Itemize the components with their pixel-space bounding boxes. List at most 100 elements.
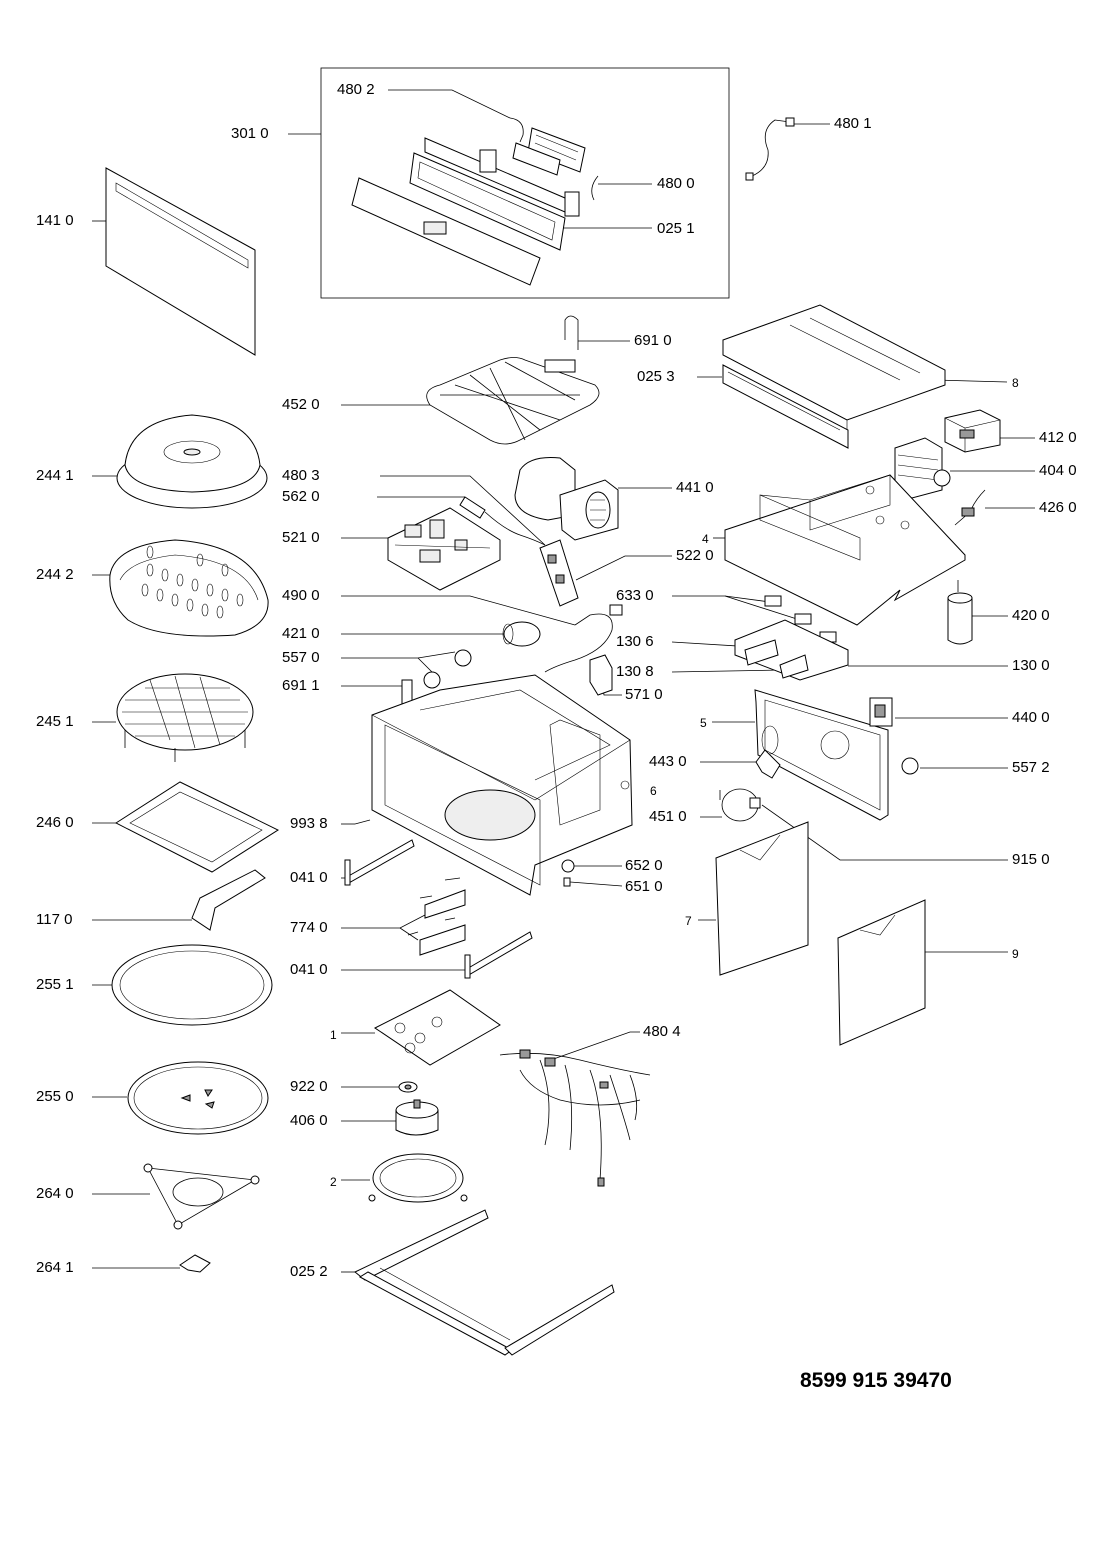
- transformer-571-0: [589, 654, 613, 696]
- handle-117-0: [191, 869, 266, 931]
- fuse-562-0: [459, 496, 546, 546]
- bottom-frame-025-2: [354, 1209, 615, 1356]
- leader-lines: [92, 89, 1035, 1273]
- label-774-0: 774 0: [290, 919, 328, 936]
- top-cover-8: [722, 304, 946, 449]
- interlock-board-522-0: [539, 539, 579, 607]
- label-421-0: 421 0: [282, 625, 320, 642]
- label-451-0: 451 0: [649, 808, 687, 825]
- fan-443-0: [755, 749, 781, 779]
- label-7: 7: [685, 914, 692, 928]
- label-480-4: 480 4: [643, 1023, 681, 1040]
- cover-244-2: [109, 539, 269, 637]
- label-480-2: 480 2: [337, 81, 375, 98]
- label-915-0: 915 0: [1012, 851, 1050, 868]
- label-6: 6: [650, 784, 657, 798]
- label-521-0: 521 0: [282, 529, 320, 546]
- wire-426-0: [954, 489, 986, 526]
- label-441-0: 441 0: [676, 479, 714, 496]
- document-number: 8599 915 39470: [800, 1369, 952, 1392]
- label-4: 4: [702, 532, 709, 546]
- label-652-0: 652 0: [625, 857, 663, 874]
- label-264-0: 264 0: [36, 1185, 74, 1202]
- chassis-4: [724, 474, 966, 626]
- label-440-0: 440 0: [1012, 709, 1050, 726]
- screw-993-8: [354, 819, 371, 825]
- label-301-0: 301 0: [231, 125, 269, 142]
- component-440-0: [869, 697, 893, 727]
- wiring-harness-480-4: [499, 1049, 651, 1187]
- plate-652-0: [561, 859, 575, 887]
- bracket-130-0: [734, 619, 849, 681]
- control-panel-group-box: [320, 67, 730, 299]
- grill-element-452-0: [426, 315, 600, 445]
- label-9: 9: [1012, 947, 1019, 961]
- side-panel-7: [715, 821, 809, 976]
- glass-tray-255-0: [127, 1061, 269, 1135]
- label-922-0: 922 0: [290, 1078, 328, 1095]
- label-651-0: 651 0: [625, 878, 663, 895]
- label-426-0: 426 0: [1039, 499, 1077, 516]
- label-5: 5: [700, 716, 707, 730]
- label-993-8: 993 8: [290, 815, 328, 832]
- label-452-0: 452 0: [282, 396, 320, 413]
- label-255-1: 255 1: [36, 976, 74, 993]
- label-404-0: 404 0: [1039, 462, 1077, 479]
- label-2: 2: [330, 1175, 337, 1189]
- rail-041-0-lower: [464, 931, 533, 979]
- label-633-0: 633 0: [616, 587, 654, 604]
- back-panel-5: [754, 689, 889, 821]
- label-557-2: 557 2: [1012, 759, 1050, 776]
- label-490-0: 490 0: [282, 587, 320, 604]
- label-522-0: 522 0: [676, 547, 714, 564]
- label-130-8: 130 8: [616, 663, 654, 680]
- turntable-support-2: [368, 1153, 468, 1203]
- label-8: 8: [1012, 376, 1019, 390]
- label-130-6: 130 6: [616, 633, 654, 650]
- label-571-0: 571 0: [625, 686, 663, 703]
- turntable-ring-255-1: [111, 944, 273, 1026]
- control-panel-assembly: [351, 117, 599, 286]
- label-141-0: 141 0: [36, 212, 74, 229]
- label-041-0-lower: 041 0: [290, 961, 328, 978]
- door-glass-141-0: [105, 167, 256, 356]
- label-117-0: 117 0: [36, 911, 73, 928]
- bottom-plate-1: [374, 989, 501, 1066]
- label-443-0: 443 0: [649, 753, 687, 770]
- fan-motor-441-0: [514, 457, 619, 541]
- label-691-1: 691 1: [282, 677, 320, 694]
- label-041-0-upper: 041 0: [290, 869, 328, 886]
- drip-tray-246-0: [114, 781, 280, 873]
- label-025-3: 025 3: [637, 368, 675, 385]
- capacitor-421-0: [502, 621, 541, 647]
- roller-ring-264-0: [143, 1163, 260, 1230]
- power-cord-490-0: [544, 604, 623, 673]
- label-412-0: 412 0: [1039, 429, 1077, 446]
- side-panel-9: [837, 899, 926, 1046]
- rail-041-0-upper: [344, 839, 415, 886]
- label-264-1: 264 1: [36, 1259, 74, 1276]
- label-246-0: 246 0: [36, 814, 74, 831]
- coupler-264-1: [179, 1254, 211, 1273]
- cable-480-1: [745, 117, 795, 181]
- label-562-0: 562 0: [282, 488, 320, 505]
- oven-cavity-6: [371, 674, 633, 896]
- label-255-0: 255 0: [36, 1088, 74, 1105]
- label-406-0: 406 0: [290, 1112, 328, 1129]
- label-245-1: 245 1: [36, 713, 74, 730]
- heating-ring-451-0: [719, 788, 761, 822]
- label-1: 1: [330, 1028, 337, 1042]
- turntable-motor-406-0: [395, 1099, 439, 1136]
- label-480-3: 480 3: [282, 467, 320, 484]
- label-420-0: 420 0: [1012, 607, 1050, 624]
- spacer-922-0: [398, 1081, 418, 1093]
- label-130-0: 130 0: [1012, 657, 1050, 674]
- control-board-521-0: [387, 507, 501, 591]
- label-244-2: 244 2: [36, 566, 74, 583]
- thermostats-557-0: [423, 649, 472, 689]
- switches-633-0: [764, 595, 837, 643]
- transformer-412-0: [944, 409, 1001, 453]
- label-244-1: 244 1: [36, 467, 74, 484]
- label-557-0: 557 0: [282, 649, 320, 666]
